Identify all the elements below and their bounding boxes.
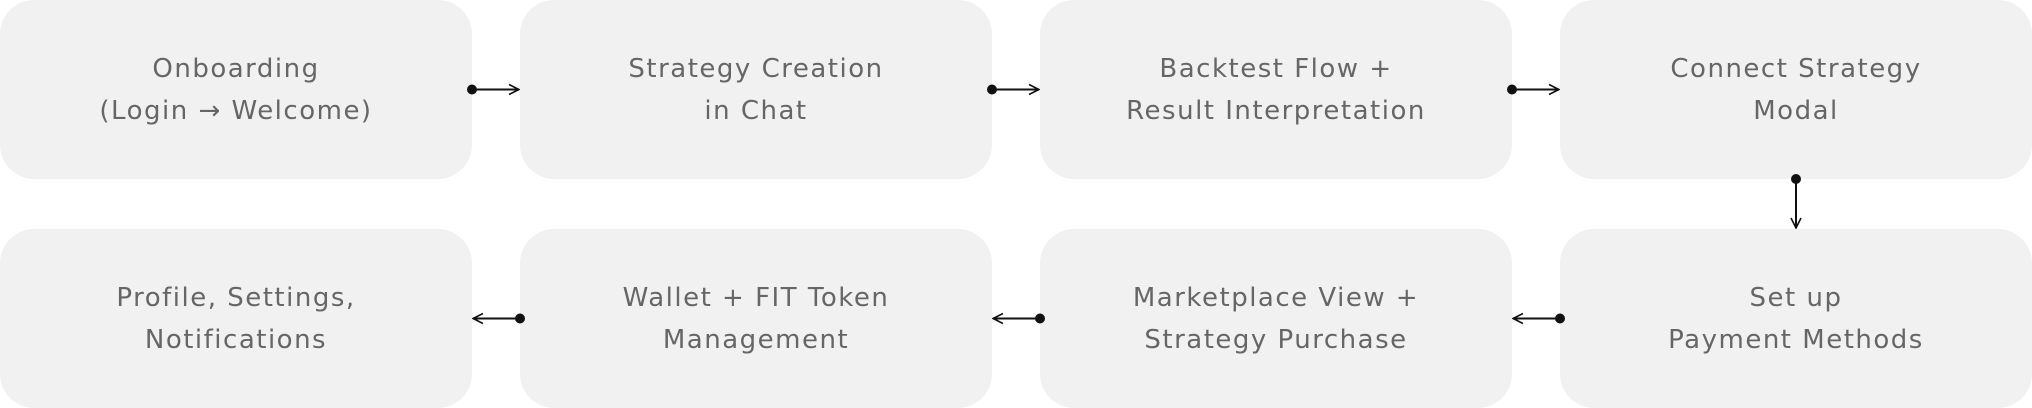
- step-strategy-creation-line-2: in Chat: [704, 95, 808, 126]
- step-profile-settings-label: Profile, Settings, Notifications: [116, 277, 355, 361]
- step-onboarding: Onboarding (Login → Welcome): [0, 0, 472, 179]
- edge-marketplace-to-wallet: [993, 314, 1045, 324]
- step-strategy-creation-label: Strategy Creation in Chat: [628, 48, 883, 132]
- step-marketplace-line-2: Strategy Purchase: [1144, 324, 1408, 355]
- edge-onboarding-to-strategy-creation: [467, 85, 519, 95]
- edge-payment-to-marketplace: [1513, 314, 1565, 324]
- step-profile-settings-line-1: Profile, Settings,: [116, 282, 356, 313]
- edge-connect-strategy-to-payment: [1791, 174, 1801, 228]
- step-connect-strategy: Connect Strategy Modal: [1560, 0, 2032, 179]
- step-strategy-creation-line-1: Strategy Creation: [628, 53, 884, 84]
- step-marketplace-line-1: Marketplace View +: [1132, 282, 1420, 313]
- step-backtest-flow-line-2: Result Interpretation: [1126, 95, 1426, 126]
- step-payment-methods: Set up Payment Methods: [1560, 229, 2032, 408]
- step-strategy-creation: Strategy Creation in Chat: [520, 0, 992, 179]
- step-backtest-flow-label: Backtest Flow + Result Interpretation: [1126, 48, 1426, 132]
- step-wallet-line-2: Management: [662, 324, 850, 355]
- step-profile-settings-line-2: Notifications: [144, 324, 328, 355]
- step-payment-methods-label: Set up Payment Methods: [1668, 277, 1924, 361]
- edge-wallet-to-profile: [473, 314, 525, 324]
- step-backtest-flow-line-1: Backtest Flow +: [1159, 53, 1393, 84]
- step-wallet: Wallet + FIT Token Management: [520, 229, 992, 408]
- step-connect-strategy-line-1: Connect Strategy: [1670, 53, 1922, 84]
- step-payment-methods-line-2: Payment Methods: [1668, 324, 1924, 355]
- step-payment-methods-line-1: Set up: [1749, 282, 1843, 313]
- step-marketplace-label: Marketplace View + Strategy Purchase: [1133, 277, 1419, 361]
- step-wallet-label: Wallet + FIT Token Management: [623, 277, 890, 361]
- step-backtest-flow: Backtest Flow + Result Interpretation: [1040, 0, 1512, 179]
- edge-backtest-to-connect-strategy: [1507, 85, 1559, 95]
- edge-strategy-creation-to-backtest: [987, 85, 1039, 95]
- step-onboarding-line-2: (Login → Welcome): [99, 95, 373, 126]
- step-onboarding-label: Onboarding (Login → Welcome): [99, 48, 372, 132]
- step-onboarding-line-1: Onboarding: [152, 53, 320, 84]
- step-wallet-line-1: Wallet + FIT Token: [622, 282, 890, 313]
- step-marketplace: Marketplace View + Strategy Purchase: [1040, 229, 1512, 408]
- step-profile-settings: Profile, Settings, Notifications: [0, 229, 472, 408]
- step-connect-strategy-line-2: Modal: [1753, 95, 1839, 126]
- step-connect-strategy-label: Connect Strategy Modal: [1670, 48, 1921, 132]
